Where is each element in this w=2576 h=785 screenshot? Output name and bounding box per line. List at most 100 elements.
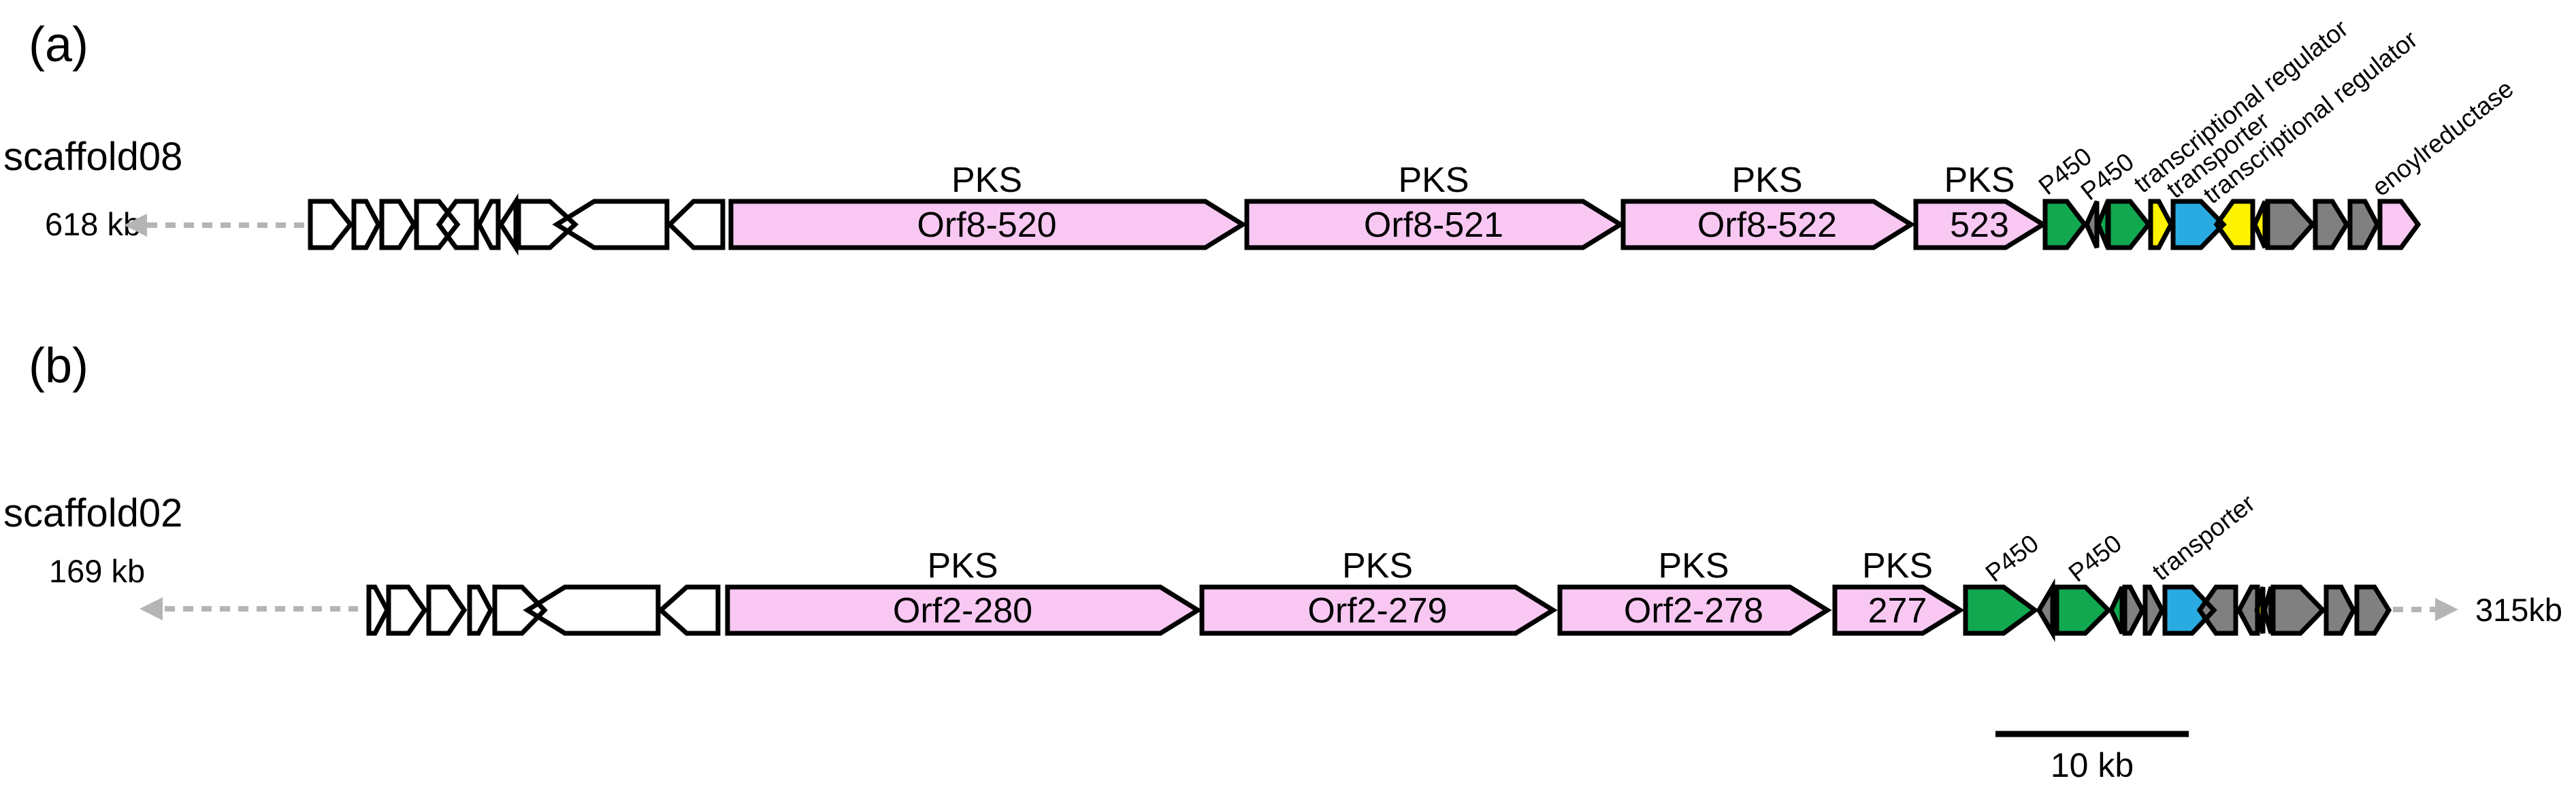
gene-arrow-outline [1963,584,2039,636]
gene-arrow-fill [2268,201,2313,248]
scaffold-label: scaffold08 [3,135,182,179]
gene-arrow-outline [2347,199,2380,250]
rotated-function-label: enoylreductase [2367,74,2519,201]
gene-arrow-outline [1832,584,1965,636]
rotated-function-label: P450 [2064,529,2127,588]
gene-arrow-fill [2357,587,2389,633]
gene-arrow-outline [436,199,479,250]
gene-arrow-outline [2313,199,2350,250]
gene-arrow-outline [2170,199,2227,250]
gene-arrow-fill [429,587,464,633]
gene-arrow-fill [731,201,1243,248]
gene-arrow-outline [516,199,579,250]
gene-arrow-outline [2106,199,2152,250]
gene-arrow-outline [379,199,417,250]
gene-arrow-outline [498,193,519,256]
gene-arrow-fill [1560,587,1827,633]
gene-arrow-outline [2270,584,2326,636]
gene-arrow-outline [523,584,661,636]
scaffold-label: scaffold02 [3,491,182,535]
gene-name-label: 523 [1950,205,2009,245]
gene-arrow-outline [2162,584,2217,636]
gene-arrow-fill [2380,201,2418,248]
gene-arrow-outline [1913,199,2048,250]
gene-name-label: 277 [1868,591,1927,631]
left-kb-label: 169 kb [49,553,145,589]
genome-extension-arrowhead-icon [124,214,147,237]
panel-tag: (a) [29,18,88,72]
gene-arrow-outline [2122,584,2145,636]
gene-arrow-outline [1557,584,1832,636]
gene-arrow-outline [1199,584,1558,636]
gene-class-label: PKS [1398,161,1469,200]
gene-arrow-outline [366,584,390,636]
gene-arrow-fill [2273,587,2323,633]
gene-arrow-outline [2252,200,2268,249]
gene-arrow-outline [2196,584,2238,636]
gene-arrow-outline [476,199,501,250]
gene-name-label: Orf8-521 [1364,205,1503,245]
gene-arrow-fill [2045,201,2085,248]
gene-arrow-fill [501,201,516,248]
gene-class-label: PKS [1944,161,2015,200]
gene-arrow-outline [2213,199,2255,250]
gene-arrow-fill [2145,587,2162,633]
gene-arrow-fill [1202,587,1553,633]
gene-arrow-outline [1620,199,1916,250]
gene-arrow-outline [725,584,1203,636]
panel-tag: (b) [29,339,88,393]
gene-arrow-fill [389,587,425,633]
gene-arrow-outline [2354,584,2392,636]
gene-arrow-outline [2142,584,2165,636]
gene-arrow-fill [470,587,491,633]
gene-arrow-fill [2239,587,2257,633]
gene-arrow-outline [657,584,721,636]
gene-class-label: PKS [1342,546,1413,586]
gene-arrow-outline [552,199,670,250]
gene-arrow-outline [666,199,725,250]
gene-arrow-outline [492,584,548,636]
gene-arrow-fill [310,201,350,248]
gene-arrow-fill [369,587,387,633]
gene-arrow-fill [557,201,667,248]
gene-name-label: Orf8-520 [917,205,1056,245]
gene-arrow-fill [1835,587,1960,633]
gene-arrow-fill [2057,587,2108,633]
rotated-function-label: P450 [1980,529,2044,588]
gene-name-label: Orf2-280 [893,591,1032,631]
gene-arrow-fill [2200,587,2236,633]
gene-arrow-fill [2125,587,2142,633]
gene-arrow-outline [2042,199,2088,250]
gene-arrow-outline [2036,578,2055,642]
gene-arrow-fill [1916,201,2043,248]
gene-arrow-fill [1966,587,2035,633]
gene-arrow-outline [351,199,381,250]
gene-arrow-fill [2350,201,2377,248]
left-kb-label: 618 kb [45,206,141,242]
gene-arrow-fill [527,587,658,633]
gene-arrow-fill [382,201,414,248]
gene-name-label: Orf2-278 [1624,591,1763,631]
gene-arrow-outline [2054,584,2112,636]
gene-class-label: PKS [1731,161,1802,200]
gene-class-label: PKS [927,546,998,586]
gene-arrow-fill [2315,201,2347,248]
gene-arrow-outline [2108,586,2125,635]
gene-arrow-fill [1247,201,1620,248]
gene-arrow-outline [2377,199,2422,250]
gene-name-label: Orf8-522 [1697,205,1837,245]
gene-name-label: Orf2-279 [1307,591,1447,631]
gene-arrow-outline [386,584,428,636]
gene-arrow-outline [728,199,1248,250]
gene-arrow-fill [670,201,723,248]
gene-arrow-outline [308,199,354,250]
gene-arrow-outline [2324,584,2356,636]
gene-arrow-outline [1244,199,1625,250]
genome-extension-arrowhead-icon [140,597,163,620]
gene-arrow-fill [661,587,718,633]
gene-arrow-fill [2111,587,2122,633]
gene-arrow-fill [354,201,378,248]
right-kb-label: 315kb [2475,592,2562,628]
gene-arrow-outline [467,584,493,636]
